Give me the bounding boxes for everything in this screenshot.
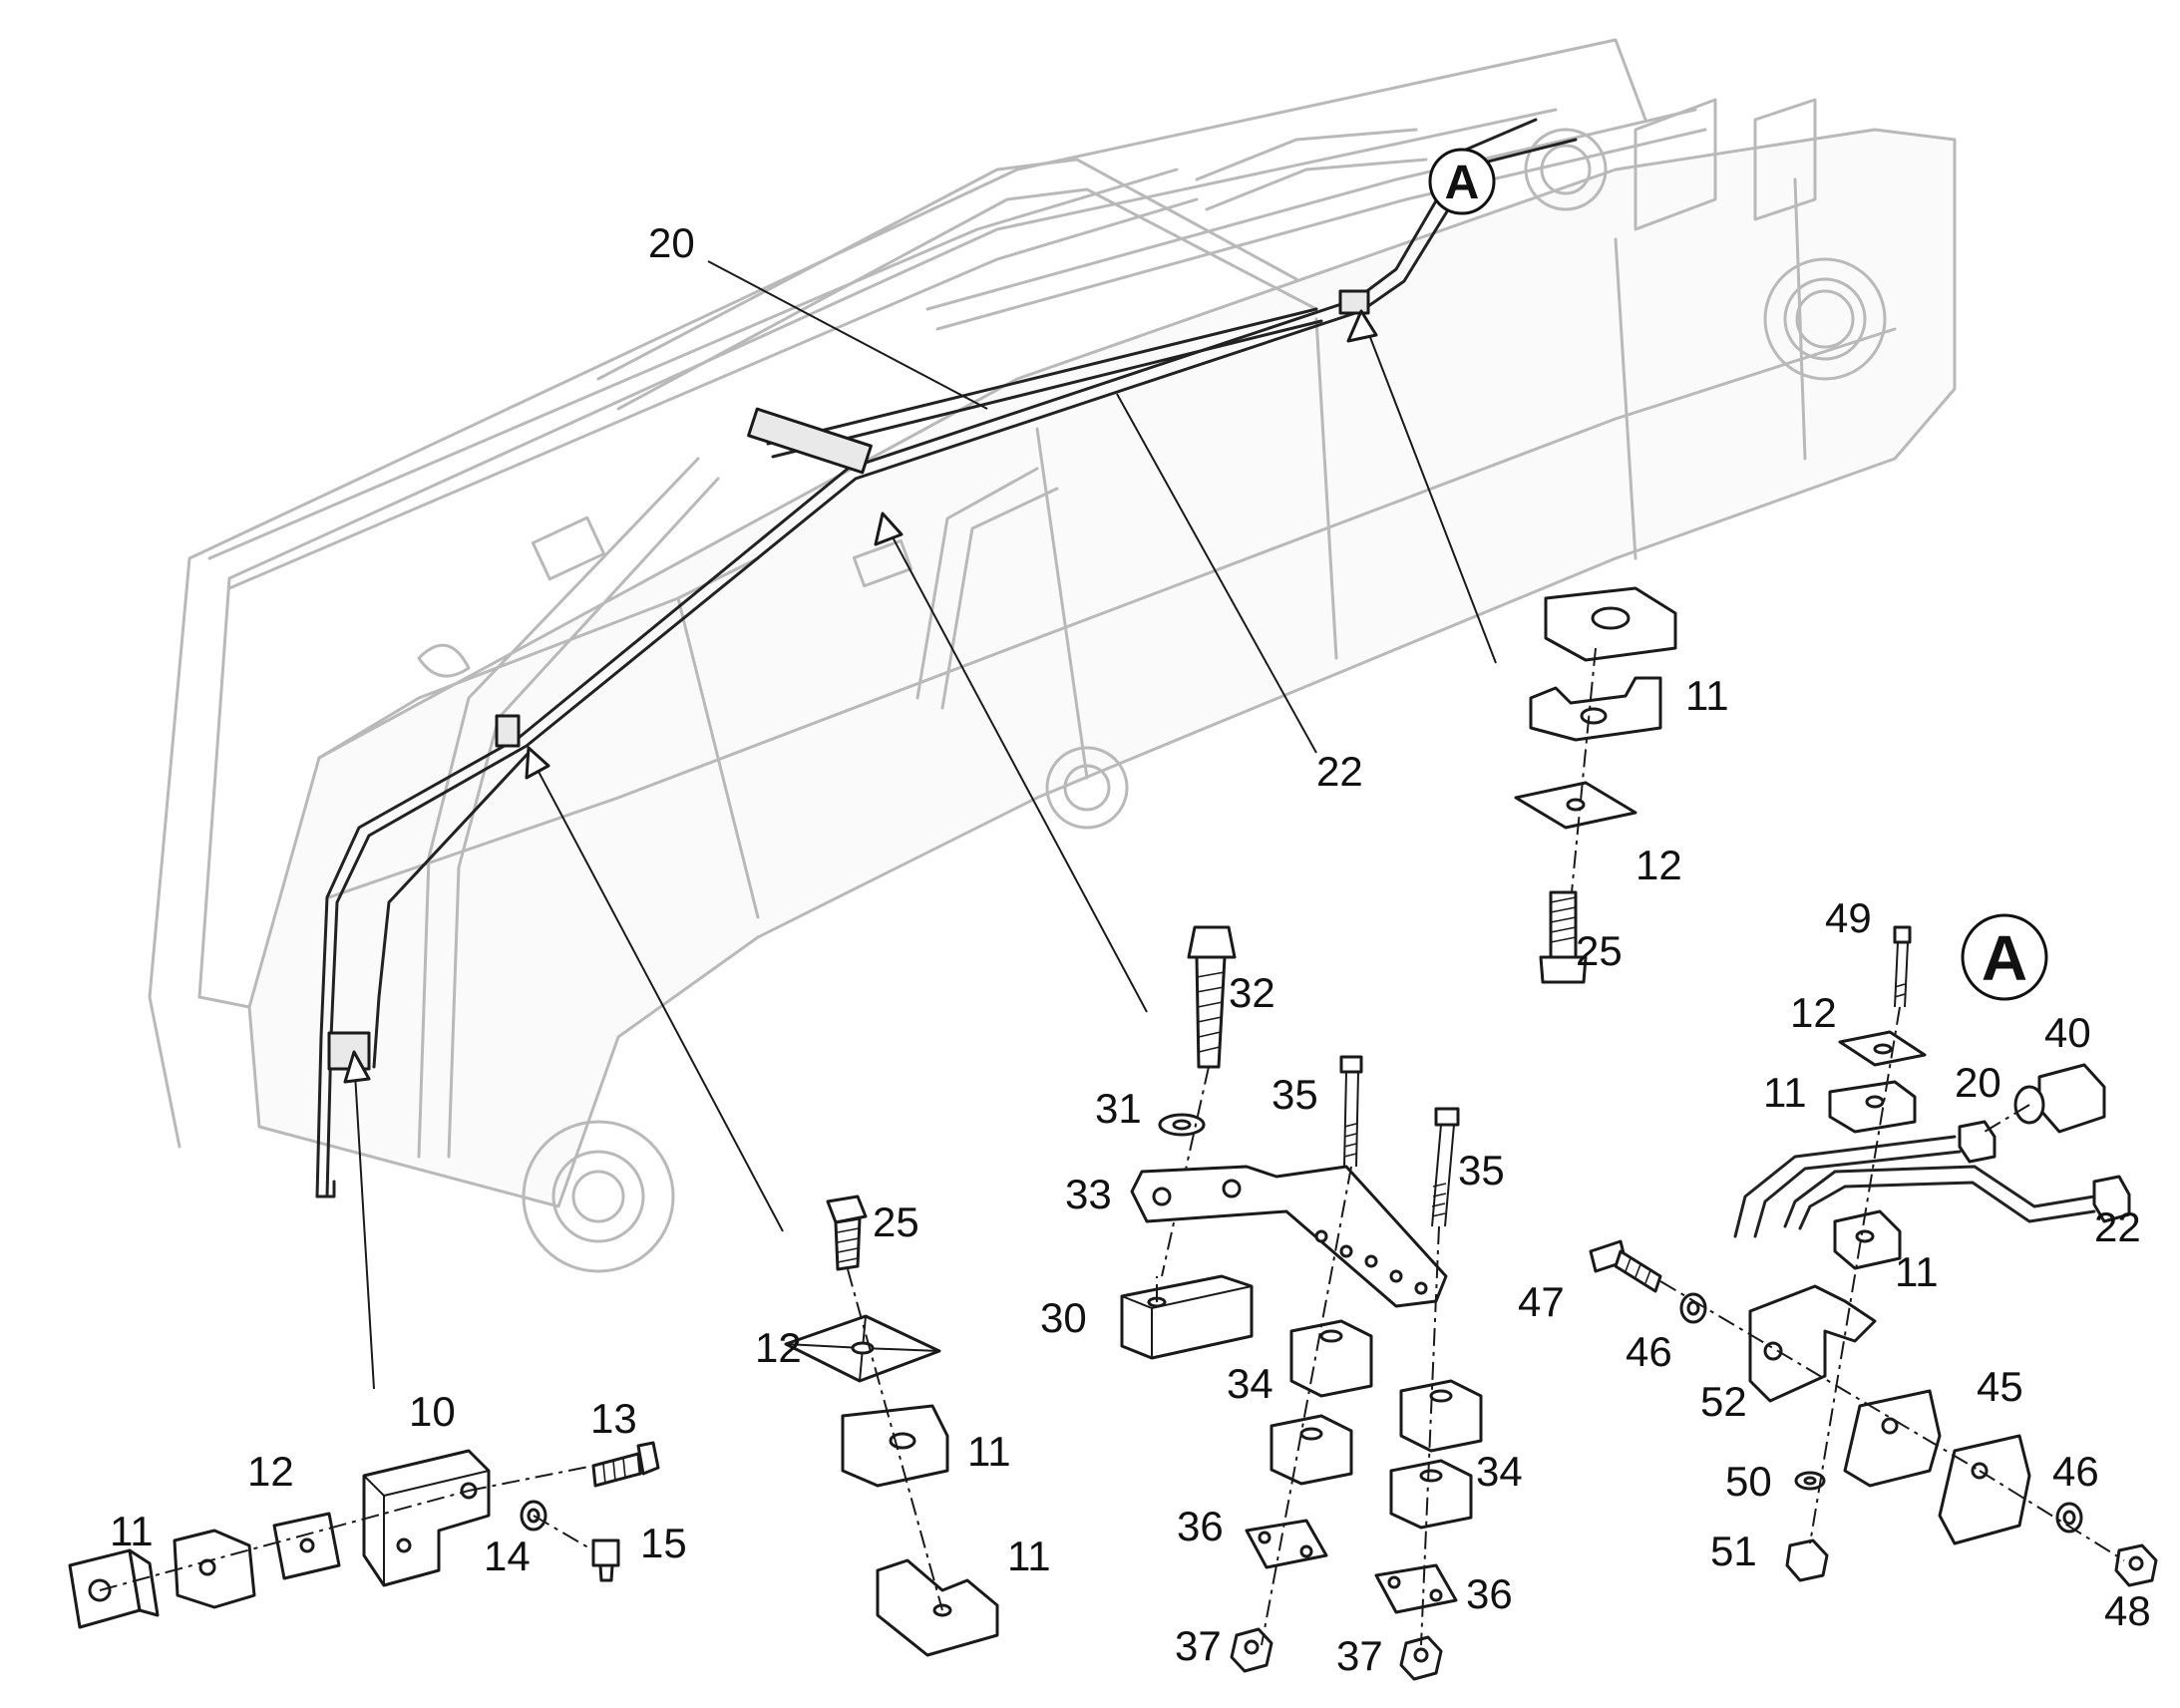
bracket-assembly-left bbox=[68, 1441, 660, 1629]
callout-40-plug: 40 bbox=[2044, 1009, 2091, 1056]
callout-12-plate-a: 12 bbox=[1790, 989, 1837, 1036]
callout-11-clamp-mid-a: 11 bbox=[967, 1428, 1011, 1475]
clamp-assembly-middle bbox=[784, 1195, 999, 1657]
callout-46-washer-a: 46 bbox=[1626, 1328, 1672, 1375]
callout-47-bolt: 47 bbox=[1518, 1278, 1565, 1325]
callout-22-top: 22 bbox=[1316, 748, 1363, 795]
callout-52-bracket: 52 bbox=[1700, 1378, 1747, 1425]
callout-14-washer: 14 bbox=[484, 1533, 531, 1579]
callout-20-top: 20 bbox=[648, 219, 695, 266]
callout-11-clamp-a-top: 11 bbox=[1763, 1069, 1807, 1116]
callout-11-clamp-a-bottom: 11 bbox=[1895, 1248, 1939, 1295]
hydraulic-pipes bbox=[315, 118, 1578, 1198]
callout-36-plate-a: 36 bbox=[1177, 1503, 1224, 1549]
callout-50-washer: 50 bbox=[1725, 1458, 1772, 1505]
callout-46-washer-b: 46 bbox=[2052, 1448, 2099, 1495]
callout-36-plate-b: 36 bbox=[1466, 1570, 1513, 1617]
callout-34-clamp-a: 34 bbox=[1227, 1360, 1273, 1407]
callout-12-plate-left: 12 bbox=[247, 1448, 294, 1495]
callout-15-bolt: 15 bbox=[640, 1520, 687, 1566]
callout-45-plate: 45 bbox=[1977, 1363, 2023, 1410]
detail-a-marker-boom bbox=[1428, 148, 1496, 215]
callout-13-bolt: 13 bbox=[590, 1395, 637, 1442]
callout-11-clamp-left: 11 bbox=[110, 1508, 154, 1554]
detail-a-marker-large bbox=[1961, 913, 2048, 1001]
leader-lines bbox=[343, 148, 1497, 1390]
callout-49-bolt: 49 bbox=[1825, 894, 1872, 941]
callout-33-bracket: 33 bbox=[1065, 1171, 1112, 1217]
callout-35-bolt-b: 35 bbox=[1458, 1147, 1505, 1194]
callout-11-clamp-mid-b: 11 bbox=[1007, 1533, 1051, 1579]
callout-22-pipe: 22 bbox=[2094, 1203, 2141, 1250]
callout-25-bolt-mid: 25 bbox=[873, 1198, 919, 1245]
callout-12-plate-right: 12 bbox=[1635, 842, 1682, 888]
callout-31-washer: 31 bbox=[1095, 1085, 1142, 1132]
callout-34-clamp-b: 34 bbox=[1476, 1448, 1523, 1495]
callout-35-bolt-a: 35 bbox=[1272, 1071, 1318, 1118]
clamp-assembly-right bbox=[1514, 586, 1677, 984]
detail-a-label-boom: A bbox=[1445, 157, 1480, 209]
detail-a-assembly bbox=[1589, 913, 2158, 1587]
callout-37-nut-a: 37 bbox=[1175, 1622, 1222, 1669]
callout-37-nut-b: 37 bbox=[1336, 1632, 1383, 1679]
callout-20-pipe: 20 bbox=[1955, 1059, 2001, 1106]
callout-32-bolt: 32 bbox=[1229, 969, 1275, 1016]
bracket-assembly-center bbox=[1120, 925, 1483, 1681]
detail-a-label-large: A bbox=[1982, 922, 2027, 994]
callout-12-plate-mid: 12 bbox=[755, 1324, 802, 1371]
callout-48-nut: 48 bbox=[2104, 1587, 2151, 1634]
callout-10-bracket: 10 bbox=[409, 1388, 456, 1435]
callout-11-clamp-right: 11 bbox=[1685, 672, 1729, 719]
callout-25-bolt-right: 25 bbox=[1576, 927, 1623, 974]
boom-outline bbox=[148, 38, 1957, 1273]
callout-labels: A A 20 22 11 12 25 32 31 35 35 33 30 34 … bbox=[110, 157, 2151, 1679]
callout-30-spacer: 30 bbox=[1040, 1294, 1087, 1341]
callout-51-nut: 51 bbox=[1710, 1528, 1757, 1574]
